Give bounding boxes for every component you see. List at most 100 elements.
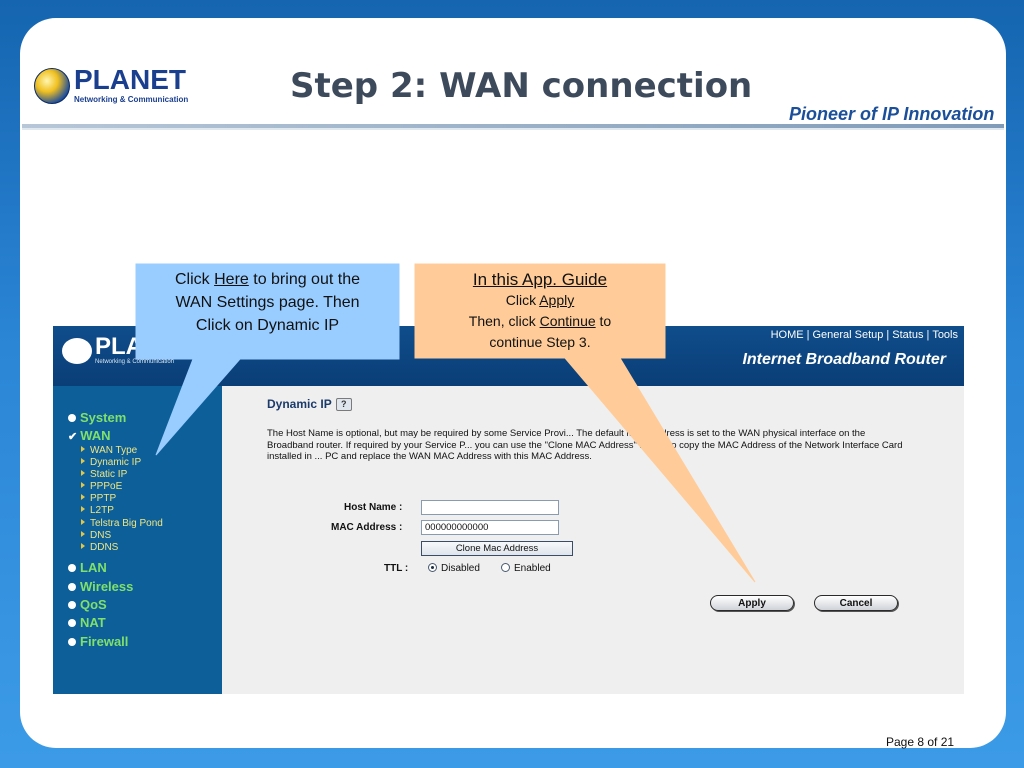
- ttl-label: TTL :: [384, 563, 409, 574]
- clone-mac-address-button[interactable]: Clone Mac Address: [421, 541, 573, 556]
- guide-heading-link: In this App. Guide: [472, 270, 608, 289]
- bullet-icon: [68, 637, 76, 646]
- menu-sub-dns[interactable]: DNS: [81, 530, 111, 541]
- header-divider-shadow: [22, 128, 1004, 130]
- menu-sub-l2tp[interactable]: L2TP: [81, 505, 114, 516]
- ttl-disabled-option[interactable]: Disabled: [428, 562, 480, 574]
- callout-left-text: Click Here to bring out the WAN Settings…: [140, 268, 395, 337]
- callout-right-heading: In this App. Guide: [418, 269, 662, 290]
- here-link[interactable]: Here: [214, 271, 249, 288]
- arrow-right-icon: [81, 446, 85, 453]
- menu-item-label: System: [80, 410, 127, 425]
- callout-left-line1: Click Here to bring out the: [140, 268, 395, 291]
- callout-left-line3: Click on Dynamic IP: [195, 317, 340, 334]
- menu-sub-label: Static IP: [90, 469, 128, 480]
- callout-right-line3: Then, click Continue to: [418, 311, 662, 332]
- radio-unselected-icon[interactable]: [501, 562, 510, 572]
- menu-item-label: QoS: [80, 597, 107, 612]
- router-logo-word: PLANET: [95, 333, 191, 360]
- callout-left-line2: WAN Settings page. Then: [175, 294, 360, 311]
- tagline: Pioneer of IP Innovation: [789, 104, 995, 124]
- router-logo-subtitle: Networking & Communication: [95, 359, 175, 365]
- menu-item-label: WAN: [80, 428, 111, 443]
- radio-selected-icon[interactable]: [428, 562, 437, 572]
- callout-text-fragment: Click: [175, 271, 215, 288]
- link-tools[interactable]: Tools: [932, 329, 958, 341]
- logo-word: PLANET: [74, 64, 186, 95]
- link-status[interactable]: Status: [892, 329, 924, 341]
- ttl-enabled-label: Enabled: [514, 563, 551, 574]
- arrow-right-icon: [81, 482, 85, 489]
- arrow-right-icon: [81, 458, 85, 465]
- ttl-disabled-label: Disabled: [441, 563, 480, 574]
- router-sidebar: System ✔WAN WAN Type Dynamic IP Static I…: [53, 386, 222, 694]
- callout-right-line4: continue Step 3.: [489, 334, 591, 350]
- menu-sub-label: Dynamic IP: [90, 457, 142, 468]
- link-general-setup[interactable]: General Setup: [812, 329, 884, 341]
- planet-logo: PLANET Networking & Communication: [34, 64, 188, 108]
- menu-sub-label: WAN Type: [90, 445, 138, 456]
- menu-sub-label: L2TP: [90, 505, 114, 516]
- router-brand-title: Internet Broadband Router: [742, 351, 946, 368]
- check-icon: ✔: [68, 431, 78, 443]
- ttl-enabled-option[interactable]: Enabled: [501, 562, 551, 574]
- section-title: Dynamic IP?: [267, 397, 352, 412]
- router-top-links: HOME|General Setup|Status|Tools: [771, 329, 958, 341]
- bullet-icon: [68, 582, 76, 591]
- help-icon[interactable]: ?: [335, 398, 352, 412]
- menu-sub-ddns[interactable]: DDNS: [81, 542, 118, 553]
- callout-text-fragment: to: [595, 313, 612, 329]
- callout-right-line2: Click Apply: [418, 290, 662, 311]
- menu-item-wan[interactable]: ✔WAN: [68, 428, 111, 443]
- mac-address-input[interactable]: [421, 520, 559, 535]
- bullet-icon: [68, 413, 76, 422]
- menu-sub-telstra-big-pond[interactable]: Telstra Big Pond: [81, 518, 163, 529]
- menu-item-label: LAN: [80, 560, 107, 575]
- bullet-icon: [68, 563, 76, 572]
- link-separator: |: [926, 329, 930, 341]
- menu-item-qos[interactable]: QoS: [68, 597, 107, 612]
- host-name-input[interactable]: [421, 500, 559, 515]
- menu-item-wireless[interactable]: Wireless: [68, 579, 133, 594]
- router-content: Dynamic IP? The Host Name is optional, b…: [222, 386, 964, 694]
- menu-item-system[interactable]: System: [68, 410, 126, 425]
- menu-item-firewall[interactable]: Firewall: [68, 634, 128, 649]
- cancel-button[interactable]: Cancel: [814, 595, 898, 611]
- menu-item-label: Wireless: [80, 579, 134, 594]
- menu-sub-pptp[interactable]: PPTP: [81, 493, 116, 504]
- logo-subtitle: Networking & Communication: [74, 95, 189, 104]
- apply-button[interactable]: Apply: [710, 595, 794, 611]
- menu-sub-label: DDNS: [90, 542, 119, 553]
- arrow-right-icon: [81, 519, 85, 526]
- arrow-right-icon: [81, 470, 85, 477]
- bullet-icon: [68, 618, 76, 627]
- menu-item-lan[interactable]: LAN: [68, 560, 107, 575]
- callout-text-fragment: Click: [505, 292, 540, 308]
- link-home[interactable]: HOME: [770, 329, 804, 341]
- arrow-right-icon: [81, 494, 85, 501]
- menu-sub-wan-type[interactable]: WAN Type: [81, 445, 137, 456]
- arrow-right-icon: [81, 531, 85, 538]
- menu-sub-label: PPTP: [90, 493, 117, 504]
- callout-text-fragment: to bring out the: [248, 271, 360, 288]
- globe-icon: [34, 68, 70, 104]
- arrow-right-icon: [81, 506, 85, 513]
- host-name-label: Host Name :: [344, 502, 403, 513]
- menu-item-label: NAT: [80, 615, 106, 630]
- header-divider: [22, 124, 1004, 128]
- apply-link: Apply: [539, 292, 575, 308]
- router-screenshot: PLANET Networking & Communication HOME | G…: [53, 326, 964, 694]
- menu-sub-label: Telstra Big Pond: [90, 518, 163, 529]
- menu-sub-dynamic-ip[interactable]: Dynamic IP: [81, 457, 141, 468]
- section-title-text: Dynamic IP: [267, 397, 332, 411]
- slide-title: Step 2: WAN connection: [290, 66, 753, 106]
- menu-sub-pppoe[interactable]: PPPoE: [81, 481, 122, 492]
- mac-address-label: MAC Address :: [331, 522, 403, 533]
- arrow-right-icon: [81, 543, 85, 550]
- menu-item-nat[interactable]: NAT: [68, 615, 106, 630]
- menu-sub-static-ip[interactable]: Static IP: [81, 469, 127, 480]
- menu-item-label: Firewall: [80, 634, 129, 649]
- page-number: Page 8 of 21: [886, 735, 955, 749]
- router-logo-icon: [62, 338, 92, 364]
- continue-link: Continue: [539, 313, 596, 329]
